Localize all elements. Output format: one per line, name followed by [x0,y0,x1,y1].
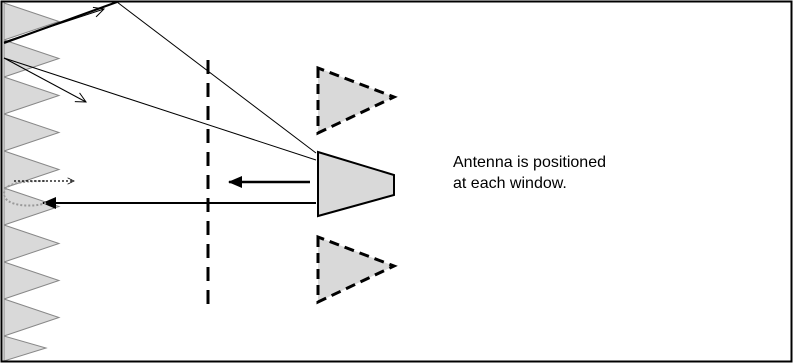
ray-to-upper-wall [3,57,317,161]
antenna-upper-dashed [316,65,398,136]
absorber-wedge [3,76,61,115]
antenna-main [317,150,395,218]
absorber-wedge [3,335,48,362]
absorber-wedge [3,39,61,78]
antenna-lower-dashed [316,234,398,305]
absorber-wedge [3,187,61,226]
reflected-ray-up [3,9,104,43]
absorber-wedge [3,224,61,263]
caption-line-1: Antenna is positioned [453,154,606,171]
absorber-wedge [3,150,61,189]
absorber-wedge [3,2,61,41]
reflected-ray-down [3,57,86,102]
absorber-wedge [3,261,61,300]
absorber-wedge [3,113,61,152]
antenna-caption: Antenna is positioned at each window. [453,152,606,194]
ray-to-top [116,1,317,154]
caption-line-2: at each window. [453,175,567,192]
absorber-wedge [3,298,61,337]
absorber-wall [3,2,61,362]
